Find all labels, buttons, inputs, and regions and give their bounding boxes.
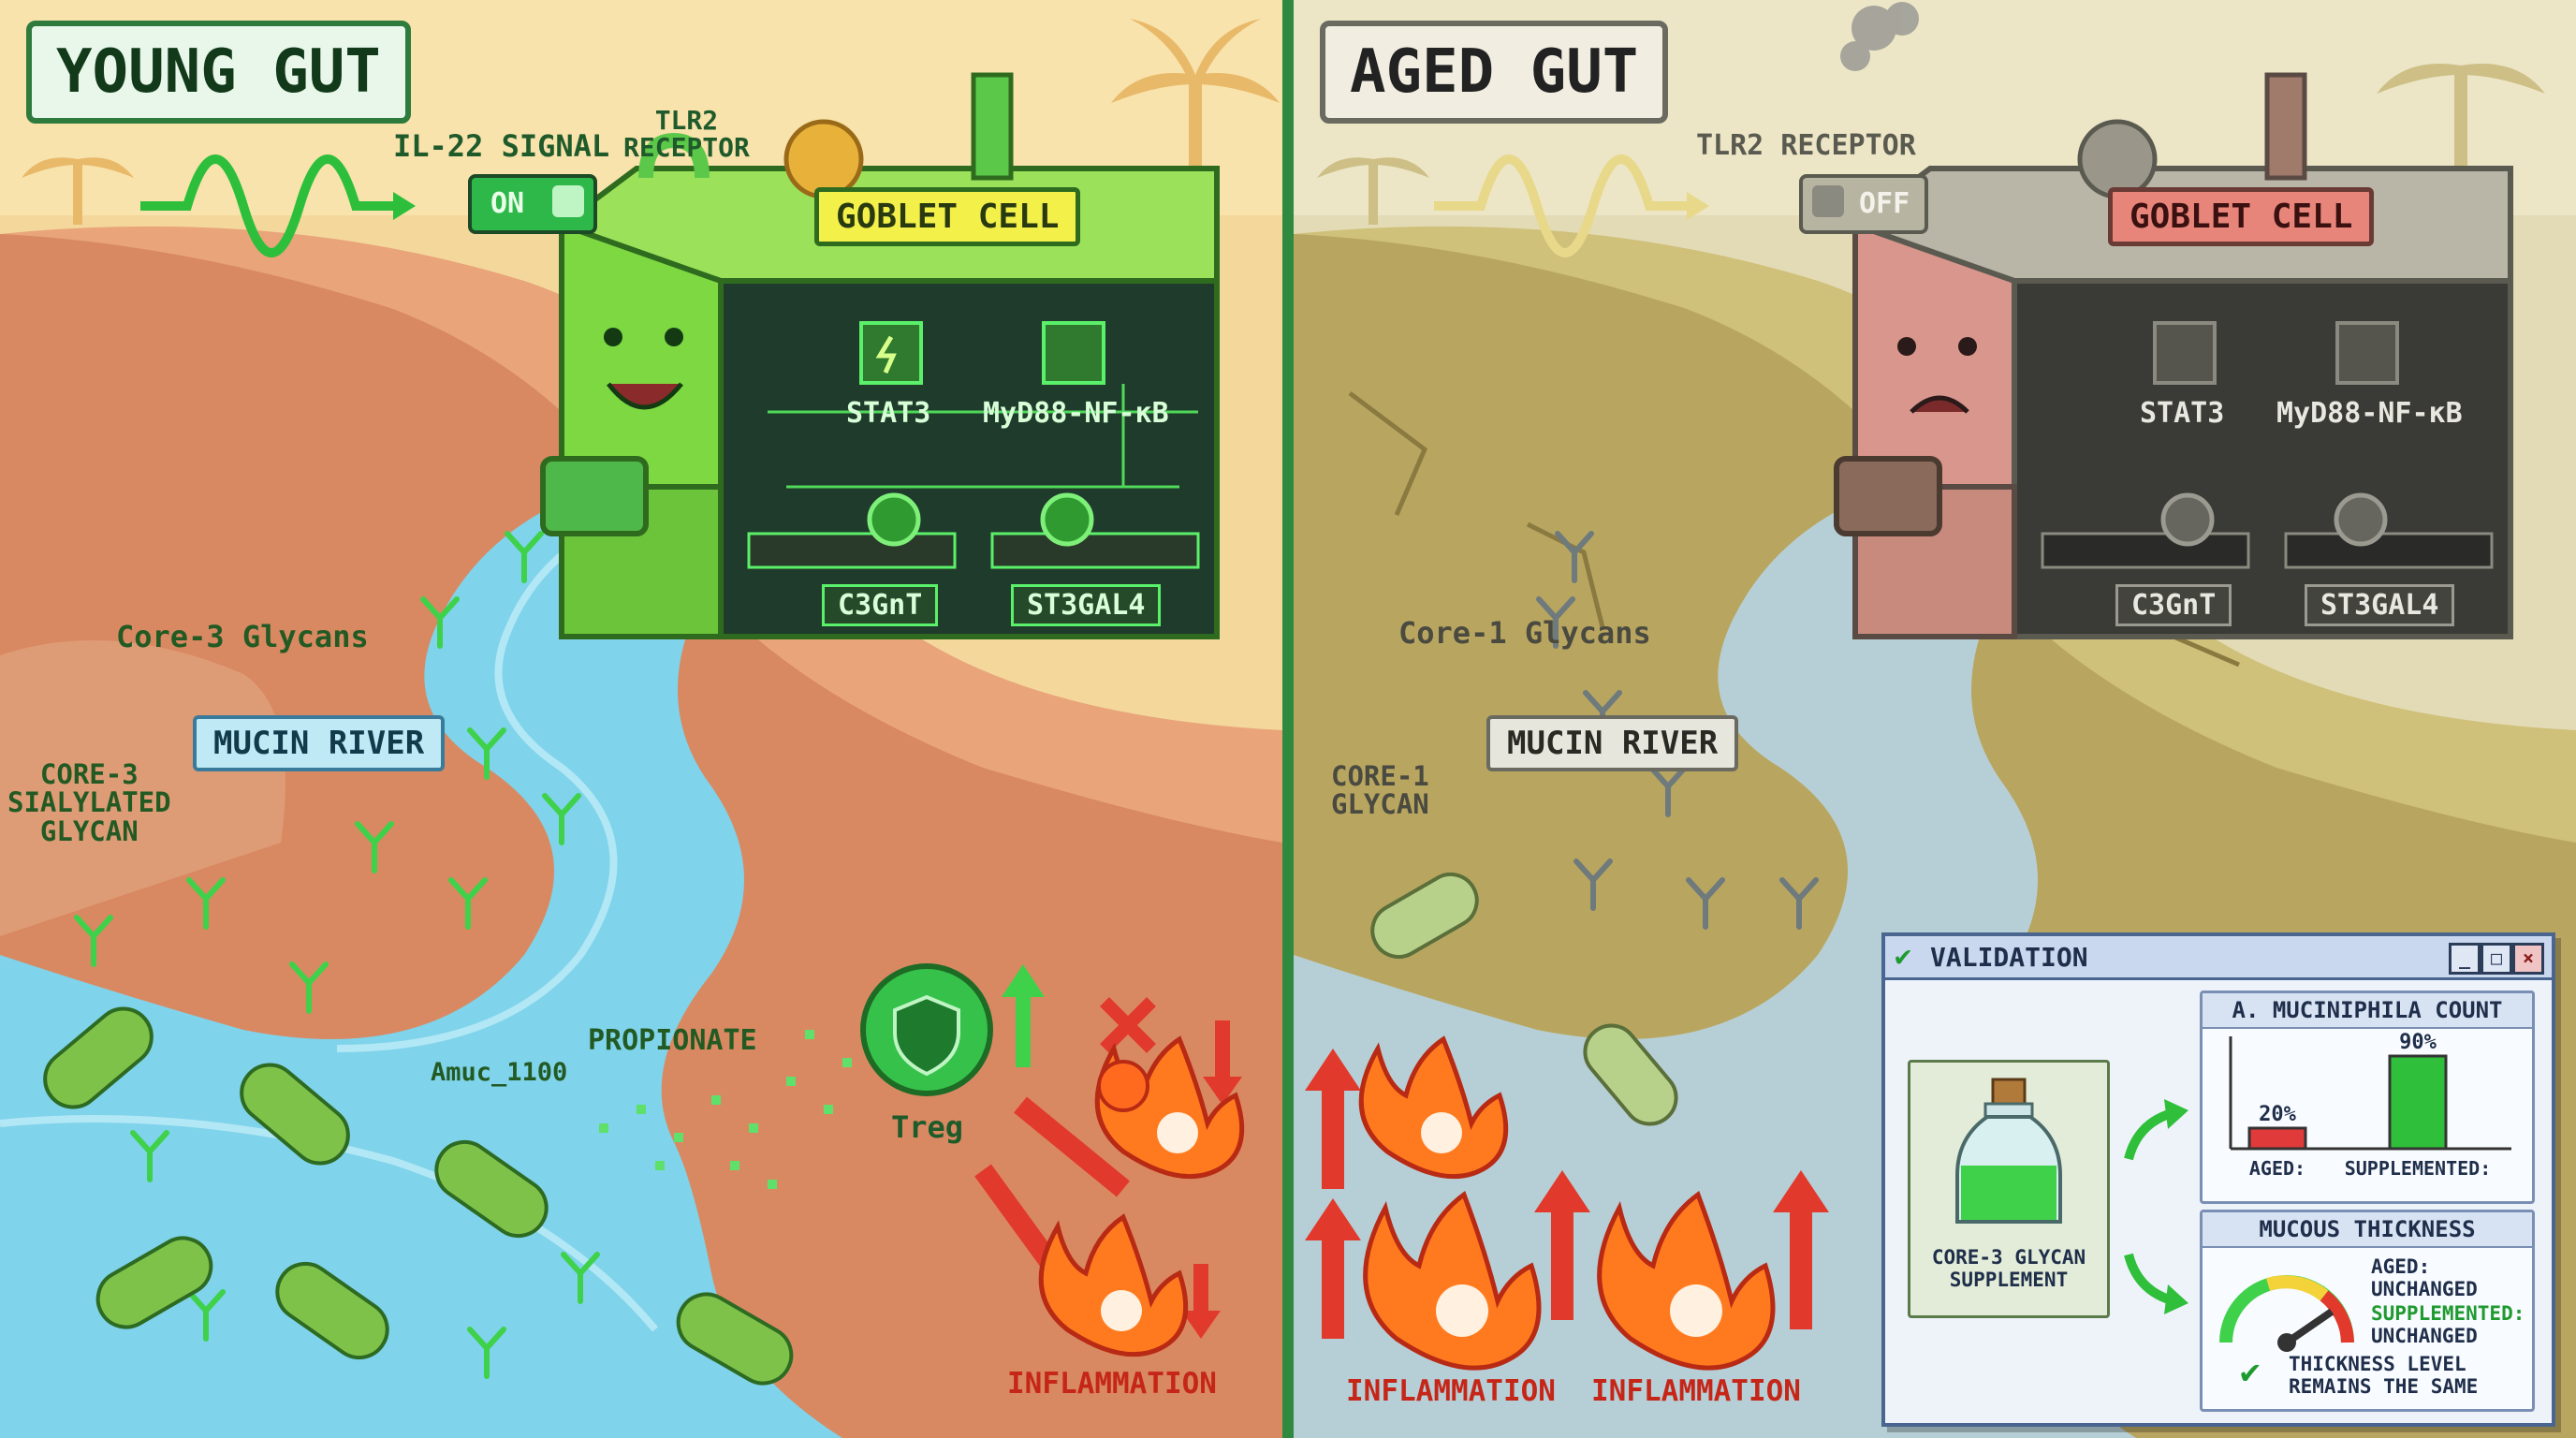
glycan-icon	[74, 531, 600, 1379]
myd88-label: MyD88-NF-κB	[2276, 397, 2463, 430]
il22-signal-label: IL-22 SIGNAL	[393, 128, 610, 164]
minimize-icon[interactable]: _	[2449, 943, 2481, 975]
validation-title-bar[interactable]: ✔ VALIDATION _ □ ×	[1885, 936, 2552, 980]
c3gnt-label: C3GnT	[822, 584, 939, 626]
goblet-cell-machine	[540, 72, 1220, 639]
st3gal4-label: ST3GAL4	[1011, 584, 1162, 626]
toggle-state: OFF	[1859, 187, 1910, 220]
arrow-right-down-icon	[2124, 1253, 2188, 1314]
core3-glycans-label: Core-3 Glycans	[116, 619, 369, 654]
arrow-up-icon	[1002, 964, 1045, 997]
supplemented-status-label: SUPPLEMENTED:	[2371, 1302, 2525, 1325]
goblet-cell-label: GOBLET CELL	[814, 187, 1081, 246]
flame-skull-icon	[1038, 1035, 1245, 1357]
close-icon[interactable]: ×	[2512, 943, 2544, 975]
arrow-right-up-icon	[2124, 1099, 2188, 1161]
thickness-title: MUCOUS THICKNESS	[2203, 1212, 2532, 1248]
supplemented-status-value: UNCHANGED	[2371, 1325, 2478, 1347]
check-icon: ✔	[1895, 940, 1912, 973]
il22-signal-wave	[140, 154, 402, 257]
sialylated-glycan-label: CORE-3 SIALYLATED GLYCAN	[7, 758, 171, 847]
shield-icon	[893, 994, 960, 1077]
maximize-icon[interactable]: □	[2481, 943, 2512, 975]
faded-signal-wave	[1434, 154, 1696, 257]
muciniphila-count-card: A. MUCINIPHILA COUNT 20% AGED: 90% SUPPLEME…	[2200, 990, 2535, 1204]
bottle-icon	[1955, 1078, 2062, 1224]
toggle-knob	[1812, 185, 1844, 217]
gear-icon	[783, 119, 864, 199]
young-inflammation-label: INFLAMMATION	[1007, 1367, 1217, 1401]
flame-skull-icon	[1358, 1035, 1776, 1371]
propionate-label: PROPIONATE	[588, 1024, 757, 1057]
count-title: A. MUCINIPHILA COUNT	[2203, 993, 2532, 1029]
propionate-particles	[599, 1030, 852, 1189]
tlr2-receptor-label: TLR2 RECEPTOR	[623, 105, 750, 164]
aged-inflammation-label-1: INFLAMMATION	[1346, 1374, 1556, 1408]
panel-divider	[1282, 0, 1294, 1438]
bacteria-icon	[1370, 873, 1678, 1126]
aged-status-value: UNCHANGED	[2371, 1278, 2478, 1300]
core1-glycan-label: CORE-1 GLYCAN	[1331, 760, 1429, 821]
toggle-state: ON	[490, 187, 525, 220]
mucin-river-label: MUCIN RIVER	[193, 715, 446, 771]
count-bar-chart: 20% AGED: 90% SUPPLEMENTED:	[2229, 1031, 2511, 1180]
myd88-label: MyD88-NF-κB	[983, 397, 1169, 430]
amuc-label: Amuc_1100	[431, 1058, 568, 1087]
treg-label: Treg	[891, 1109, 964, 1145]
arrow-up-icon	[1305, 1049, 1829, 1339]
palm-tree-icon	[22, 19, 1280, 225]
gauge-icon	[2219, 1275, 2354, 1352]
bar-1	[2388, 1054, 2448, 1151]
smoke-cloud	[1840, 2, 1919, 71]
stat3-label: STAT3	[846, 397, 931, 430]
arrow-down-icon	[1203, 1077, 1242, 1105]
category-label-0: AGED:	[2249, 1157, 2305, 1180]
supplement-label: CORE-3 GLYCAN SUPPLEMENT	[1931, 1246, 2086, 1292]
aged-title: AGED GUT	[1320, 21, 1669, 124]
goblet-cell-label: GOBLET CELL	[2108, 187, 2375, 246]
bacteria-icon	[43, 1006, 794, 1386]
category-label-1: SUPPLEMENTED:	[2345, 1157, 2492, 1180]
core1-glycans-label: Core-1 Glycans	[1398, 615, 1651, 651]
young-title: YOUNG GUT	[26, 21, 411, 124]
young-gut-panel: YOUNG GUT IL-22 SIGNAL TLR2 RECEPTOR ON …	[0, 0, 1282, 1438]
cross-icon	[1100, 997, 1156, 1053]
c3gnt-label: C3GnT	[2115, 584, 2232, 626]
tlr2-toggle[interactable]: OFF	[1799, 174, 1928, 234]
aged-inflammation-label-2: INFLAMMATION	[1591, 1374, 1801, 1408]
bar-0	[2247, 1126, 2307, 1151]
mucous-thickness-card: MUCOUS THICKNESS AGED: UNCHANGED SUPPLEM…	[2200, 1210, 2535, 1412]
bar-value-label-1: 90%	[2399, 1031, 2437, 1054]
supplement-card: CORE-3 GLYCAN SUPPLEMENT	[1908, 1060, 2110, 1318]
glycan-icon	[1536, 531, 1819, 930]
bar-value-label-0: 20%	[2259, 1103, 2296, 1126]
toggle-knob	[552, 185, 584, 217]
validation-title: VALIDATION	[1930, 942, 2088, 973]
gear-icon	[2077, 119, 2158, 199]
check-icon: ✔	[2240, 1353, 2261, 1391]
aged-status-label: AGED:	[2371, 1255, 2431, 1278]
tlr2-receptor-label: TLR2 RECEPTOR	[1696, 129, 1916, 162]
mucin-river-label: MUCIN RIVER	[1486, 715, 1739, 771]
il22-toggle[interactable]: ON	[468, 174, 597, 234]
validation-window: ✔ VALIDATION _ □ × CORE-3 GLYCAN SUPPLEM…	[1881, 932, 2555, 1427]
st3gal4-label: ST3GAL4	[2305, 584, 2455, 626]
stat3-label: STAT3	[2140, 397, 2225, 430]
goblet-cell-machine	[1834, 72, 2513, 639]
palm-tree-icon	[1317, 64, 2545, 225]
thickness-note: THICKNESS LEVEL REMAINS THE SAME	[2289, 1353, 2479, 1399]
